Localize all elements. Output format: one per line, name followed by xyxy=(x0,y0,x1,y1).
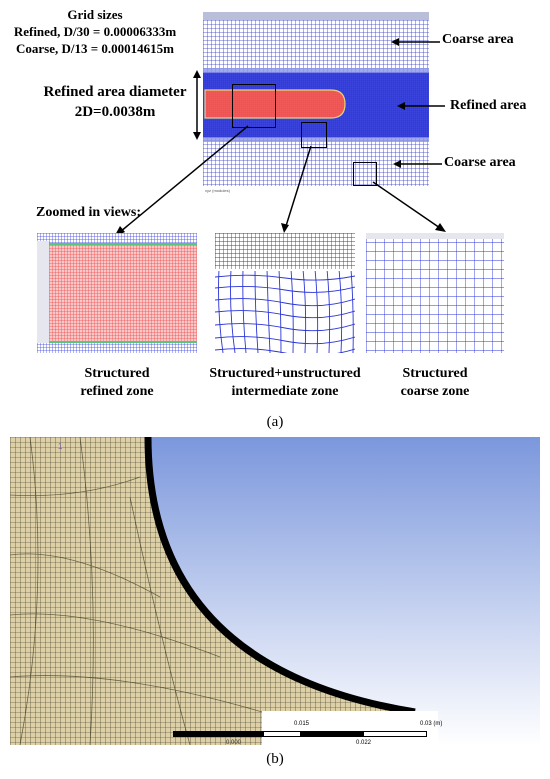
coarse-area-bottom-label: Coarse area xyxy=(444,155,516,170)
zoom-view-intermediate xyxy=(215,233,355,353)
zoom-view-coarse xyxy=(366,233,504,353)
grid-sizes-coarse: Coarse, D/13 = 0.00014615m xyxy=(16,41,174,56)
grid-sizes-title: Grid sizes xyxy=(67,7,123,22)
refined-area-label: Refined area xyxy=(450,98,527,113)
scale-bar-left-segment xyxy=(173,731,263,737)
coarse-area-top-label: Coarse area xyxy=(442,32,514,47)
svg-text:xyz (modules): xyz (modules) xyxy=(205,188,231,193)
zoom-box-refined xyxy=(232,84,276,128)
caption-a: (a) xyxy=(266,414,284,430)
diameter-arrow-icon xyxy=(193,70,201,140)
refined-diameter-line2: 2D=0.0038m xyxy=(74,104,156,120)
caption-b: (b) xyxy=(266,751,284,767)
zone-caption-refined: Structured refined zone xyxy=(80,366,154,399)
scale-tick-0022: 0.022 xyxy=(356,740,372,746)
scale-bar-left-label: 0.000 xyxy=(226,740,242,746)
zone-caption-intermediate: Structured+unstructured intermediate zon… xyxy=(209,366,361,399)
main-mesh-svg: xyz (modules) xyxy=(203,12,429,194)
scale-tick-0015: 0.015 xyxy=(294,721,310,727)
mesh-quarter-svg: 1 xyxy=(10,437,540,745)
grid-sizes-block: Grid sizes Refined, D/30 = 0.00006333m C… xyxy=(10,6,180,57)
mesh-quarter-image: 1 xyxy=(10,437,540,745)
scale-tick-003: 0.03 (m) xyxy=(420,721,443,727)
scale-bar-black-segment xyxy=(300,731,364,737)
zoom-box-coarse xyxy=(353,162,377,186)
grid-sizes-refined: Refined, D/30 = 0.00006333m xyxy=(13,24,177,39)
scale-bar-panel xyxy=(262,711,438,747)
area-arrows-icon xyxy=(391,38,445,168)
zone-caption-coarse: Structured coarse zone xyxy=(400,366,470,399)
refined-diameter-line1: Refined area diameter xyxy=(43,84,187,100)
svg-text:1: 1 xyxy=(58,442,63,451)
zoom-view-refined xyxy=(37,233,197,353)
zoom-connector-arrows xyxy=(114,125,446,237)
refined-diameter-label: Refined area diameter 2D=0.0038m xyxy=(40,82,190,122)
zoomed-views-title: Zoomed in views: xyxy=(36,205,141,220)
main-mesh-image: xyz (modules) xyxy=(203,12,429,194)
zoom-box-intermediate xyxy=(301,122,327,148)
